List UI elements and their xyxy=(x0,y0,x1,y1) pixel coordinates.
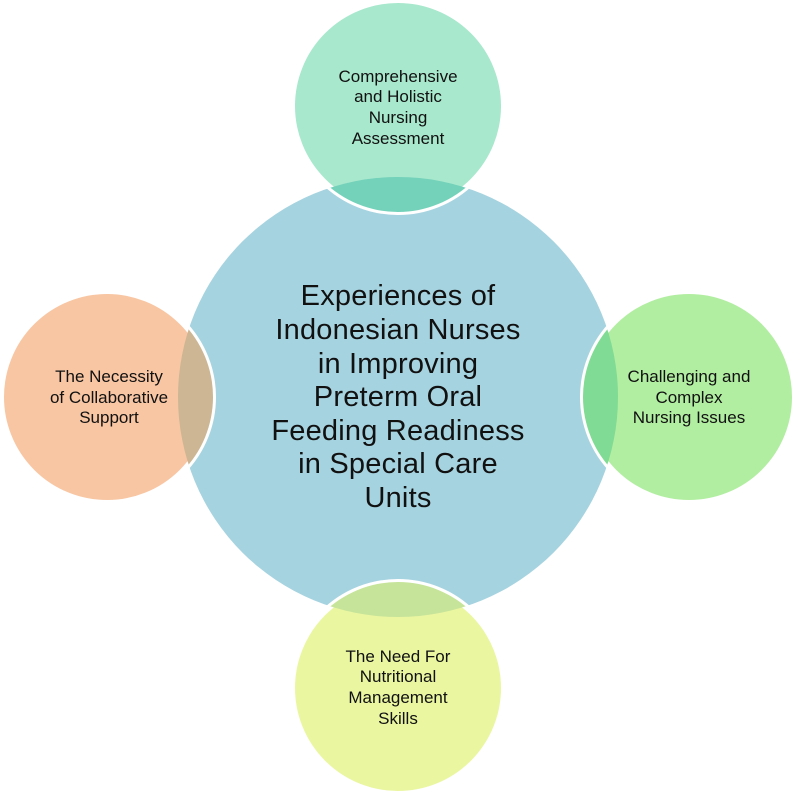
center-circle xyxy=(178,177,618,617)
top-label: Comprehensive and Holistic Nursing Asses… xyxy=(338,66,458,148)
center-label: Experiences of Indonesian Nurses in Impr… xyxy=(271,280,525,515)
right-label: Challenging and Complex Nursing Issues xyxy=(627,366,751,428)
bottom-label: The Need For Nutritional Management Skil… xyxy=(345,646,451,728)
left-label: The Necessity of Collaborative Support xyxy=(49,366,169,428)
